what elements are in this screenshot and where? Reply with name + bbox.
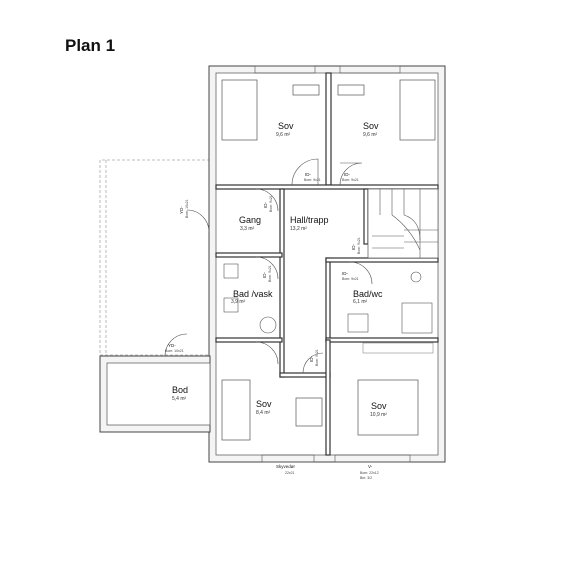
terrace-dashed-outline xyxy=(99,159,210,356)
bed-bottom-left xyxy=(221,379,251,441)
room-label-sov-4: Sov xyxy=(371,401,387,411)
room-label-bad-wc: Bad/wc xyxy=(353,289,383,299)
door-tag-3: ID- xyxy=(263,202,268,209)
door-tag-6: ID- xyxy=(262,272,267,279)
door-tag-2: ID- xyxy=(344,172,351,177)
bod-inner-floor xyxy=(106,362,211,426)
door-size-6: Bom: 9x21 xyxy=(268,265,272,282)
room-area-bad-vask: 3,9 m² xyxy=(231,299,246,305)
window-top-right xyxy=(339,65,401,74)
room-label-gang: Gang xyxy=(239,215,261,225)
room-label-hall: Hall/trapp xyxy=(290,215,329,225)
bad-sink xyxy=(223,263,239,279)
door-tag-4: ID- xyxy=(351,244,356,251)
bottom-annotations: Skyvedør 22x21 V- Bom: 22x12 Bm: 3/2 xyxy=(276,464,379,480)
bed-left-top xyxy=(221,79,258,141)
door-swings xyxy=(164,158,373,374)
wall-hall-bottom xyxy=(279,372,331,378)
bed-right-top xyxy=(399,79,436,141)
room-label-bod: Bod xyxy=(172,385,188,395)
room-label-bad-vask: Bad /vask xyxy=(233,289,273,299)
wall-hall-left xyxy=(279,188,285,378)
wall-stair xyxy=(363,188,369,245)
bad-toilet xyxy=(223,297,239,313)
door-size-4: Bom: 9x21 xyxy=(357,237,361,254)
door-size-5: Bom: 9x21 xyxy=(342,277,359,281)
sliding-door-label: Skyvedør xyxy=(276,464,296,469)
room-area-gang: 3,3 m² xyxy=(240,226,255,232)
door-size-9: Bom: 10x21 xyxy=(165,349,184,353)
desk-chair xyxy=(295,397,323,427)
door-size-7: Bom: 9x21 xyxy=(315,349,319,366)
wall-horizontal-upper xyxy=(215,184,439,190)
shower xyxy=(401,302,433,334)
bed-bottom-right xyxy=(357,379,419,436)
door-tag-1: ID- xyxy=(305,172,312,177)
wall-bottom-bedrooms xyxy=(325,339,331,456)
wall-badwc-left xyxy=(325,257,331,341)
door-size-3: Bom: 9x21 xyxy=(269,195,273,212)
room-label-sov-1: Sov xyxy=(278,121,294,131)
room-area-hall: 13,2 m² xyxy=(290,226,307,232)
wardrobe xyxy=(362,342,434,354)
room-area-sov-4: 10,9 m² xyxy=(370,412,387,418)
room-label-sov-2: Sov xyxy=(363,121,379,131)
window-bottom xyxy=(334,454,411,463)
wall-between-bedrooms xyxy=(325,72,332,186)
window-tag: V- xyxy=(368,464,373,469)
sliding-door-frame xyxy=(261,454,315,463)
chair-1 xyxy=(292,84,320,96)
sink xyxy=(347,313,369,333)
door-size-1: Bom: 9x21 xyxy=(304,178,321,182)
furniture xyxy=(221,79,436,441)
wall-badwc-bottom xyxy=(325,337,439,343)
door-tag-5: ID- xyxy=(342,271,349,276)
door-tag-8: YD- xyxy=(179,206,184,214)
window-size-1: Bom: 22x12 xyxy=(360,471,379,475)
door-tag-7: ID- xyxy=(309,356,314,363)
washer xyxy=(259,316,277,334)
window-size-2: Bm: 3/2 xyxy=(360,476,372,480)
room-labels: Sov 9,6 m² Sov 9,6 m² Gang 3,3 m² Hall/t… xyxy=(172,121,387,418)
room-area-sov-2: 9,6 m² xyxy=(363,132,378,138)
plan-title: Plan 1 xyxy=(65,36,116,55)
room-area-sov-1: 9,6 m² xyxy=(276,132,291,138)
sliding-door-size: 22x21 xyxy=(285,471,295,475)
wall-bad-sov xyxy=(215,337,283,343)
staircase xyxy=(367,188,439,259)
room-label-sov-3: Sov xyxy=(256,399,272,409)
chair-2 xyxy=(337,84,365,96)
door-tag-9: YD- xyxy=(168,343,176,348)
window-top-left xyxy=(254,65,316,74)
room-area-sov-3: 8,4 m² xyxy=(256,410,271,416)
door-tags: ID- Bom: 9x21 ID- Bom: 9x21 ID- Bom: 9x2… xyxy=(165,172,361,366)
toilet xyxy=(410,271,422,283)
room-area-bod: 5,4 m² xyxy=(172,396,187,402)
wall-badwc-top xyxy=(325,257,439,263)
wall-gang-bad xyxy=(215,252,283,258)
door-size-2: Bom: 9x21 xyxy=(342,178,359,182)
door-size-8: Bom: 10x21 xyxy=(185,199,189,218)
room-area-bad-wc: 6,1 m² xyxy=(353,299,368,305)
